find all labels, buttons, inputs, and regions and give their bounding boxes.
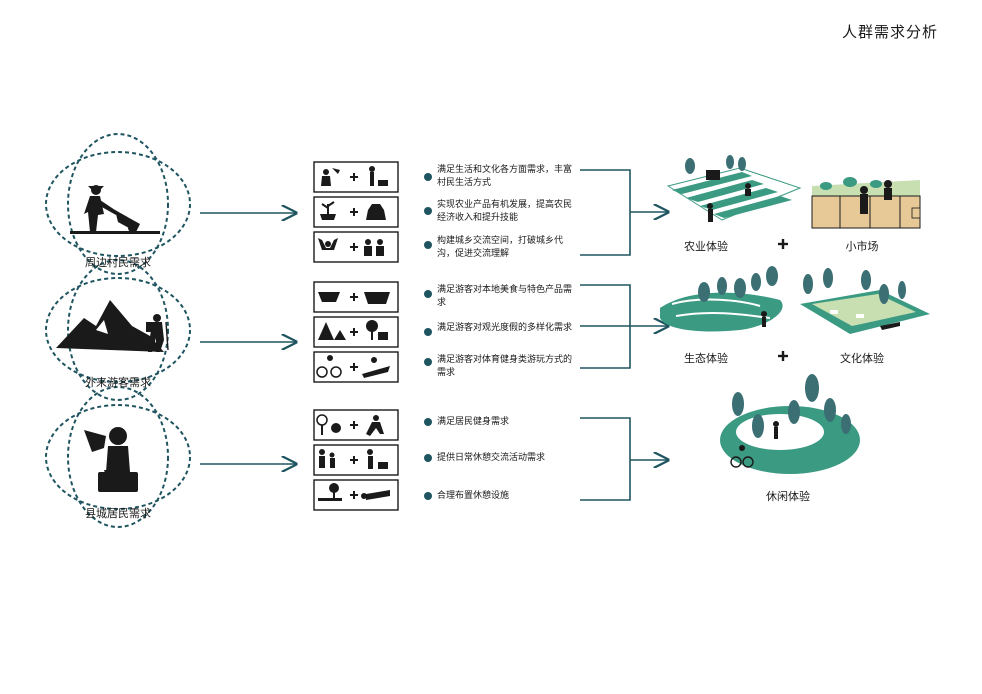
need-residents-3: 合理布置休憩设施	[437, 491, 510, 501]
need-tourists-3: 满足游客对体育健身类游玩方式的需求	[437, 355, 573, 378]
basket-icon	[364, 292, 390, 304]
need-villagers-1: 满足生活和文化各方面需求，丰富村民生活方式	[437, 165, 573, 188]
group-arrows	[200, 213, 296, 464]
experience-culture: 文化体验	[840, 352, 884, 365]
hiker-mountain-icon	[56, 300, 169, 352]
leisure-illustration	[720, 374, 860, 474]
group-county-residents-circle	[45, 386, 191, 528]
sports-equipment-icon	[316, 414, 341, 435]
group-label-villagers: 周边村民需求	[85, 256, 151, 269]
person-with-dog-icon	[369, 166, 388, 186]
box-pictograms	[316, 166, 390, 501]
culture-illustration	[800, 268, 930, 334]
agriculture-illustration	[666, 155, 802, 222]
bullet-dots	[424, 173, 432, 500]
need-villagers-2: 实现农业产品有机发展，提高农民经济收入和提升技能	[437, 200, 573, 223]
deer-tree-icon	[366, 320, 388, 340]
box-plus-signs	[350, 173, 358, 499]
group-label-tourists: 外来游客需求	[85, 376, 151, 389]
farmer-plowing-icon	[70, 185, 160, 234]
group-tourists-circle	[45, 259, 191, 401]
people-talking-icon	[364, 239, 384, 256]
group-label-county-residents: 县城居民需求	[85, 507, 151, 520]
experience-ecology: 生态体验	[684, 352, 728, 365]
shower-icon	[321, 168, 340, 186]
experience-leisure: 休闲体验	[766, 490, 810, 503]
kayak-icon	[362, 357, 390, 378]
noodle-bowl-icon	[318, 292, 340, 302]
camping-icon	[318, 322, 346, 340]
need-residents-1: 满足居民健身需求	[437, 417, 510, 427]
experience-plus-signs	[778, 239, 788, 361]
reader-sitting-icon	[84, 427, 138, 492]
need-tourists-2: 满足游客对观光度假的多样化需求	[437, 323, 573, 333]
cyclist-icon	[316, 355, 342, 378]
market-illustration	[811, 177, 921, 229]
bench-tree-icon	[318, 483, 342, 501]
money-bag-icon	[366, 204, 386, 220]
bracket-connectors	[580, 169, 668, 501]
experience-agriculture: 农业体验	[684, 240, 728, 253]
family-icon	[319, 449, 335, 468]
group-villagers-circle	[45, 133, 191, 275]
page-title: 人群需求分析	[842, 23, 939, 41]
need-villagers-3: 构建城乡交流空间，打破城乡代沟，促进交流理解	[437, 236, 564, 259]
icon-boxes	[313, 161, 399, 511]
runner-icon	[366, 415, 384, 436]
experience-market: 小市场	[845, 240, 879, 253]
ecology-illustration	[660, 266, 783, 332]
need-residents-2: 提供日常休憩交流活动需求	[437, 453, 546, 463]
dog-walker-icon	[367, 449, 388, 469]
plant-in-hand-icon	[320, 201, 336, 220]
raised-hands-icon	[318, 238, 338, 250]
need-tourists-1: 满足游客对本地美食与特色产品需求	[437, 285, 573, 308]
lying-person-icon	[361, 490, 390, 500]
